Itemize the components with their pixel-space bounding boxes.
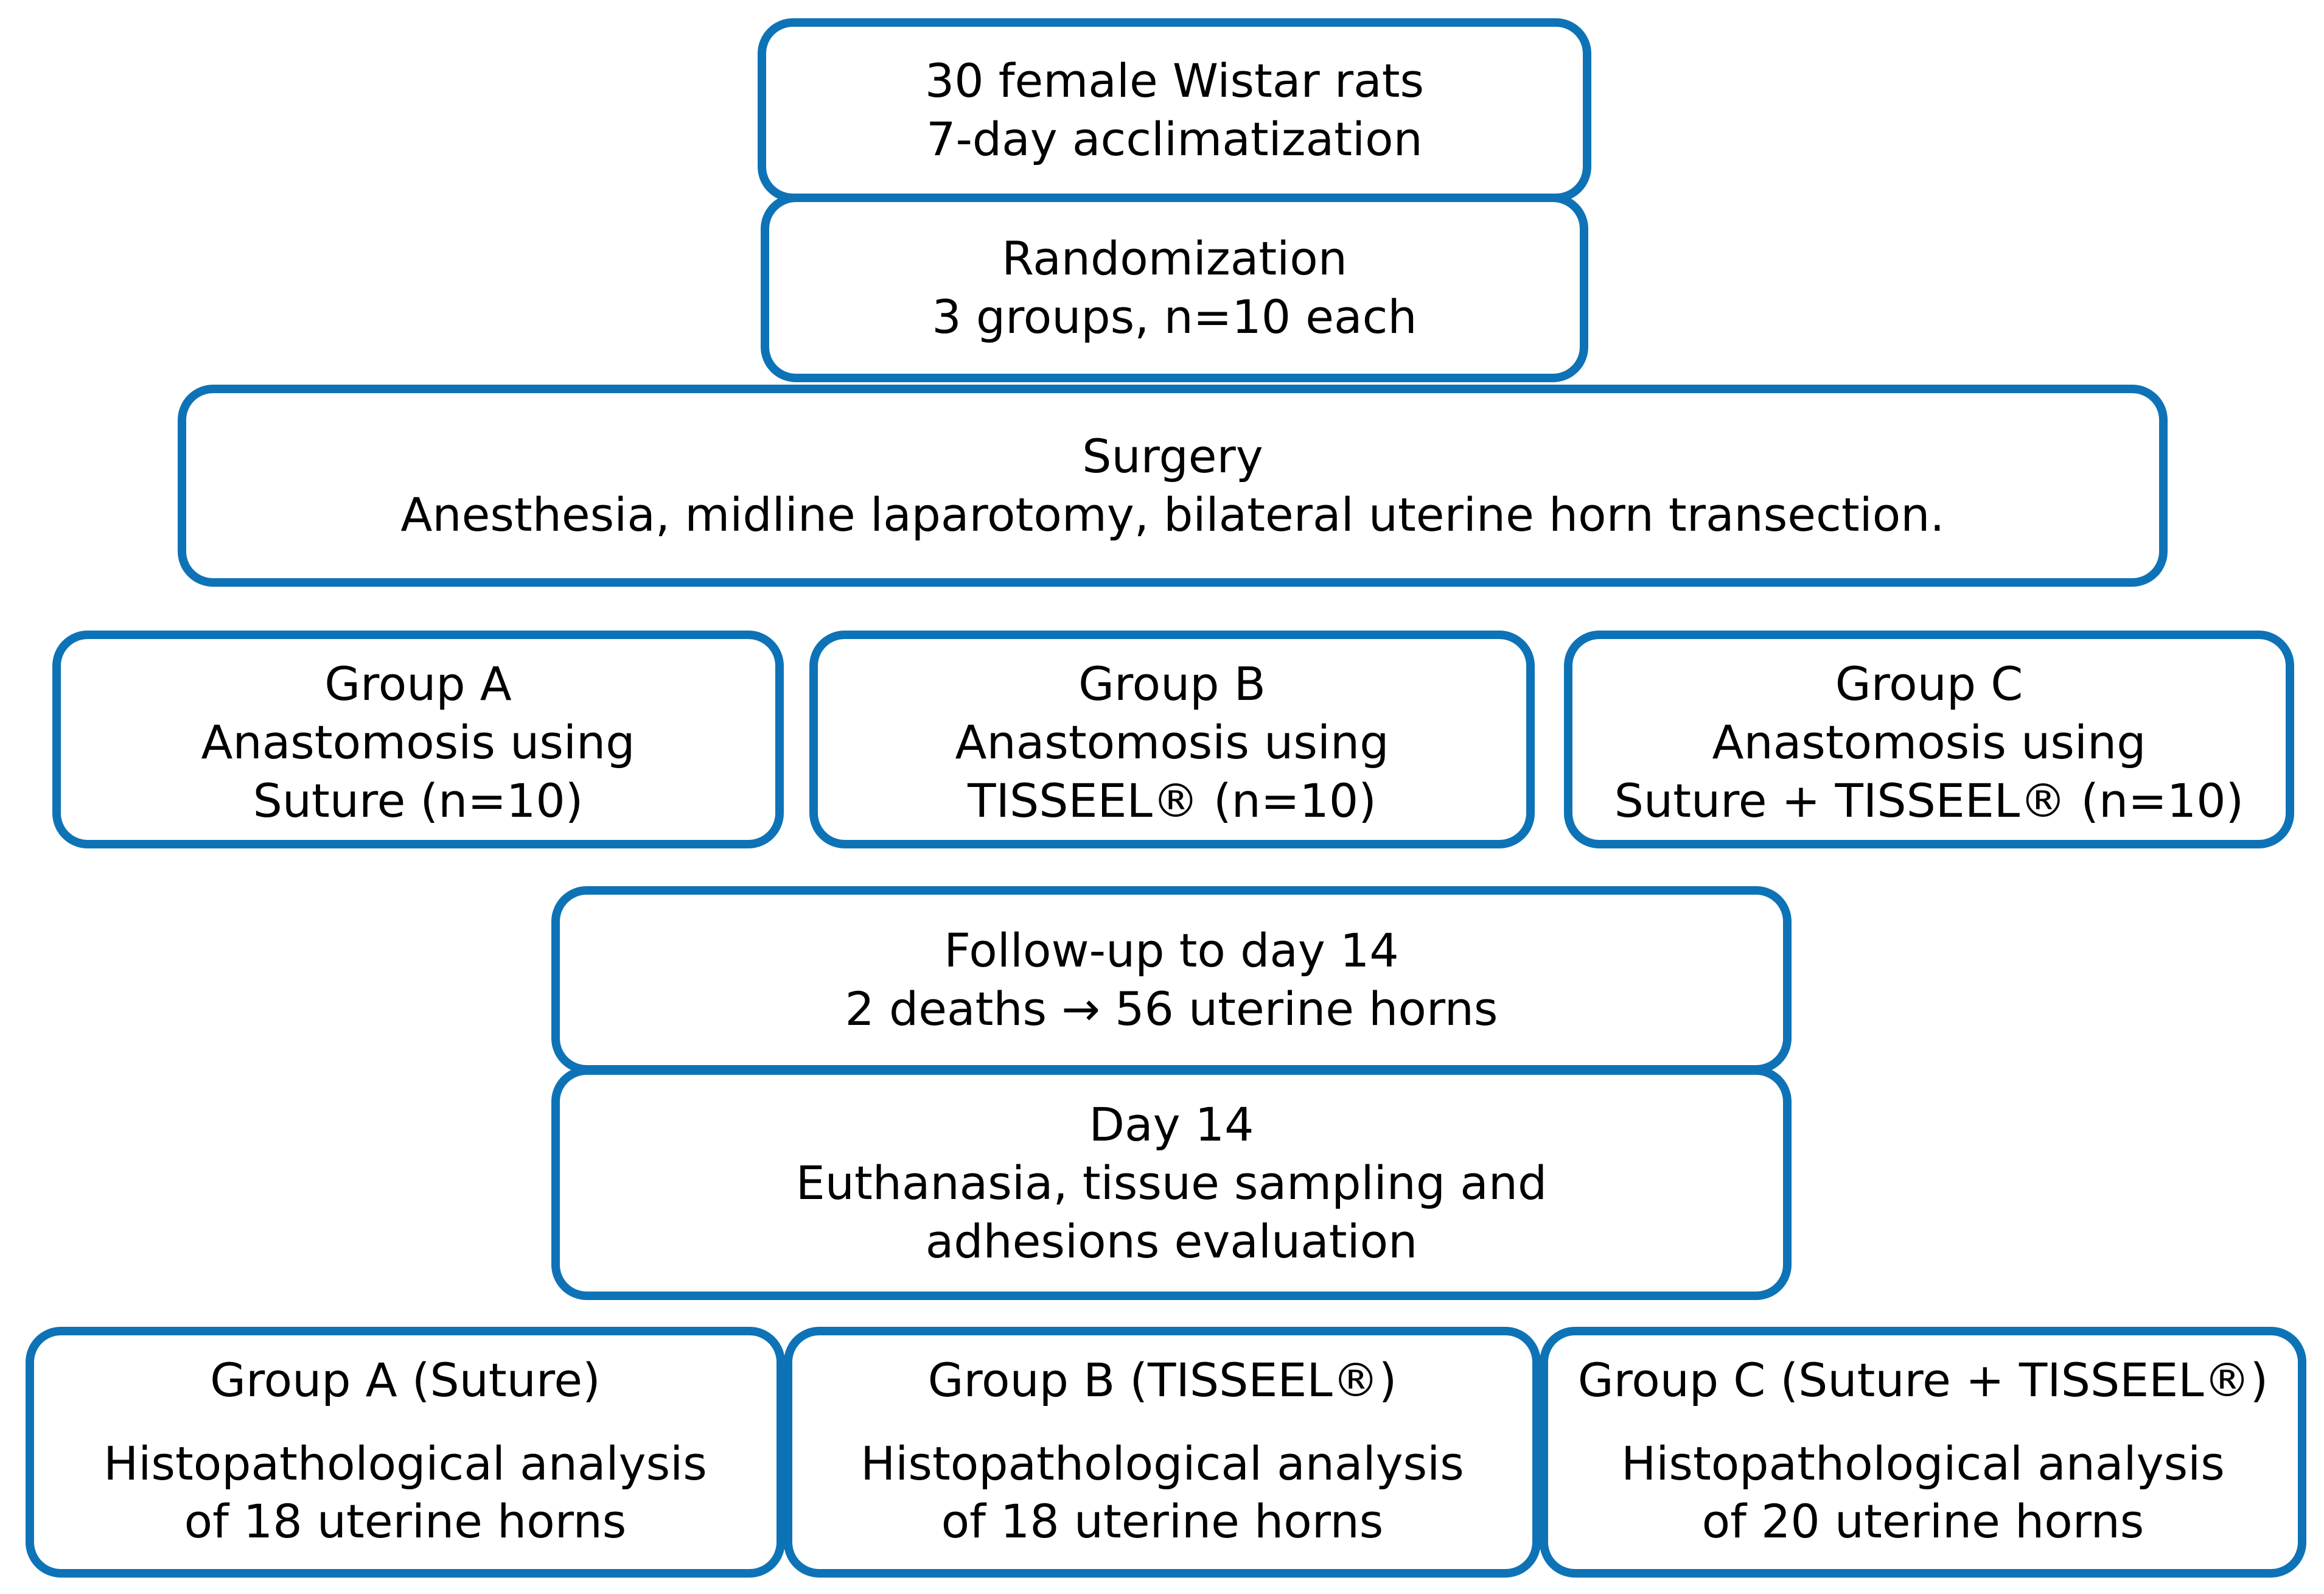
followup-line-2: 2 deaths → 56 uterine horns bbox=[845, 982, 1498, 1036]
surgery-detail: Anesthesia, midline laparotomy, bilatera… bbox=[400, 488, 1945, 542]
histology-group-b-line-1: Histopathological analysis bbox=[860, 1436, 1464, 1491]
histology-group-c-line-2: of 20 uterine horns bbox=[1701, 1494, 2144, 1549]
histology-group-c-line-1: Histopathological analysis bbox=[1621, 1436, 2225, 1491]
surgery-box: Surgery Anesthesia, midline laparotomy, … bbox=[178, 385, 2168, 587]
randomization-line-2: 3 groups, n=10 each bbox=[932, 290, 1417, 344]
histology-group-c-body: Histopathological analysis of 20 uterine… bbox=[1559, 1435, 2287, 1551]
randomization-box: Randomization 3 groups, n=10 each bbox=[761, 194, 1588, 382]
acclimatization-line-2: 7-day acclimatization bbox=[926, 112, 1423, 166]
group-a-line-2: Suture (n=10) bbox=[253, 773, 584, 828]
group-a-title: Group A bbox=[324, 657, 512, 711]
day14-line-2: Euthanasia, tissue sampling and bbox=[795, 1156, 1548, 1211]
group-c-title: Group C bbox=[1835, 657, 2023, 711]
group-b-line-1: Anastomosis using bbox=[955, 715, 1389, 769]
followup-line-1: Follow-up to day 14 bbox=[944, 923, 1399, 978]
histology-group-a-line-1: Histopathological analysis bbox=[103, 1436, 707, 1491]
acclimatization-box: 30 female Wistar rats 7-day acclimatizat… bbox=[758, 18, 1591, 202]
surgery-title: Surgery bbox=[1082, 429, 1263, 484]
group-c-body: Anastomosis using Suture + TISSEEL® (n=1… bbox=[1583, 713, 2275, 830]
group-c-line-1: Anastomosis using bbox=[1712, 715, 2146, 769]
histology-group-a-box: Group A (Suture) Histopathological analy… bbox=[26, 1327, 785, 1578]
day14-line-3: adhesions evaluation bbox=[925, 1214, 1418, 1268]
histology-group-b-line-2: of 18 uterine horns bbox=[941, 1494, 1384, 1549]
group-c-box: Group C Anastomosis using Suture + TISSE… bbox=[1564, 631, 2294, 848]
group-b-title: Group B bbox=[1078, 657, 1266, 711]
group-c-line-2: Suture + TISSEEL® (n=10) bbox=[1614, 773, 2244, 828]
histology-group-b-box: Group B (TISSEEL®) Histopathological ana… bbox=[784, 1327, 1541, 1578]
histology-group-a-body: Histopathological analysis of 18 uterine… bbox=[45, 1435, 766, 1551]
group-b-body: Anastomosis using TISSEEL® (n=10) bbox=[829, 713, 1515, 830]
day14-box: Day 14 Euthanasia, tissue sampling and a… bbox=[551, 1066, 1792, 1300]
group-b-line-2: TISSEEL® (n=10) bbox=[968, 773, 1377, 828]
histology-group-a-line-2: of 18 uterine horns bbox=[184, 1494, 627, 1549]
histology-group-c-box: Group C (Suture + TISSEEL®) Histopatholo… bbox=[1540, 1327, 2306, 1578]
acclimatization-line-1: 30 female Wistar rats bbox=[924, 54, 1425, 108]
group-a-line-1: Anastomosis using bbox=[201, 715, 635, 769]
randomization-line-1: Randomization bbox=[1002, 231, 1347, 286]
histology-group-a-title: Group A (Suture) bbox=[210, 1353, 601, 1407]
group-a-box: Group A Anastomosis using Suture (n=10) bbox=[52, 631, 784, 848]
group-a-body: Anastomosis using Suture (n=10) bbox=[72, 713, 764, 830]
histology-group-c-title: Group C (Suture + TISSEEL®) bbox=[1577, 1353, 2269, 1407]
day14-title: Day 14 bbox=[1089, 1097, 1254, 1152]
followup-box: Follow-up to day 14 2 deaths → 56 uterin… bbox=[551, 886, 1792, 1074]
histology-group-b-body: Histopathological analysis of 18 uterine… bbox=[803, 1435, 1521, 1551]
histology-group-b-title: Group B (TISSEEL®) bbox=[927, 1353, 1397, 1407]
group-b-box: Group B Anastomosis using TISSEEL® (n=10… bbox=[809, 631, 1535, 848]
